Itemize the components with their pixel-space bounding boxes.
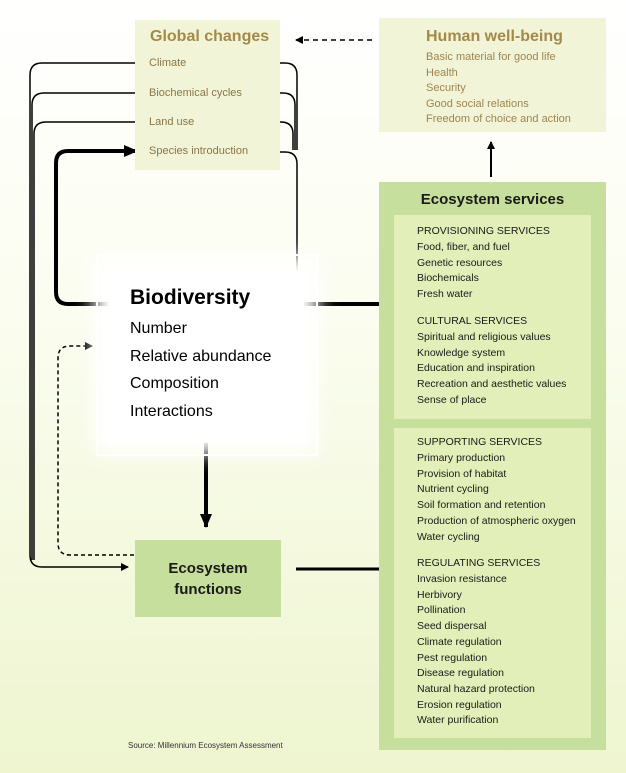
ecosystem-functions-label: Ecosystem functions — [135, 558, 281, 600]
service-item: Erosion regulation — [417, 698, 502, 711]
human-well-being-title: Human well-being — [426, 28, 563, 45]
service-item: Spiritual and religious values — [417, 331, 551, 343]
biodiversity-frame — [96, 254, 318, 456]
service-item: Soil formation and retention — [417, 499, 546, 512]
well-being-item: Basic material for good life — [426, 51, 556, 63]
service-item: Nutrient cycling — [417, 483, 489, 496]
global-change-climate: Climate — [149, 57, 191, 69]
global-change-land-use: Land use — [149, 116, 199, 128]
services-panel-upper: PROVISIONING SERVICES Food, fiber, and f… — [394, 215, 591, 419]
ecosystem-functions-line1: Ecosystem — [168, 560, 248, 577]
service-item: Knowledge system — [417, 346, 506, 359]
biodiversity-title: Biodiversity — [130, 286, 251, 309]
ecosystem-services-title: Ecosystem services — [420, 191, 565, 208]
service-item: Natural hazard protection — [417, 682, 535, 695]
service-item: Genetic resources — [417, 256, 503, 269]
services-panel-lower: SUPPORTING SERVICES Primary production P… — [394, 428, 591, 738]
service-item: Biochemicals — [417, 272, 479, 285]
service-item: Climate regulation — [417, 635, 502, 648]
connector-biochemical-right — [205, 92, 296, 150]
service-item: Herbivory — [417, 588, 462, 601]
service-item: Primary production — [417, 452, 506, 464]
arrow-biodiversity-to-species — [54, 145, 138, 306]
service-item: Invasion resistance — [417, 573, 507, 585]
service-item: Seed dispersal — [417, 620, 487, 633]
arrow-functions-to-biodiversity — [57, 342, 134, 556]
well-being-item: Freedom of choice and action — [426, 113, 571, 125]
connector-landuse-right — [175, 121, 294, 150]
service-item: Water purification — [417, 714, 499, 727]
provisioning-services-heading: PROVISIONING SERVICES — [417, 225, 550, 237]
service-item: Pollination — [417, 604, 466, 617]
connector-biochemical-left — [31, 92, 205, 560]
cultural-services-group: CULTURAL SERVICES Spiritual and religiou… — [417, 315, 566, 409]
biodiversity-item: Number — [130, 320, 187, 337]
ecosystem-functions-box: Ecosystem functions — [135, 540, 281, 617]
service-item: Food, fiber, and fuel — [417, 241, 510, 253]
global-changes-title: Global changes — [150, 28, 270, 45]
global-change-species-introduction: Species introduction — [149, 145, 253, 157]
ecosystem-services-box: Ecosystem services PROVISIONING SERVICES… — [379, 182, 606, 750]
human-well-being-list: Basic material for good life Health Secu… — [426, 50, 571, 128]
service-item: Disease regulation — [417, 667, 504, 680]
service-item: Education and inspiration — [417, 362, 535, 375]
biodiversity-item: Composition — [130, 375, 219, 392]
biodiversity-list: Number Relative abundance Composition In… — [130, 315, 271, 425]
human-well-being-box: Human well-being Basic material for good… — [379, 18, 606, 132]
source-caption: Source: Millennium Ecosystem Assessment — [128, 741, 283, 750]
service-item: Water cycling — [417, 530, 480, 543]
biodiversity-glow — [108, 270, 304, 440]
well-being-item: Health — [426, 66, 458, 79]
supporting-services-heading: SUPPORTING SERVICES — [417, 436, 543, 448]
biodiversity-block: Biodiversity Number Relative abundance C… — [130, 286, 271, 425]
service-item: Sense of place — [417, 393, 487, 406]
service-item: Recreation and aesthetic values — [417, 378, 567, 391]
connector-climate-right — [190, 62, 298, 150]
arrow-climate-loop — [29, 62, 190, 571]
cultural-services-heading: CULTURAL SERVICES — [417, 315, 528, 327]
well-being-item: Good social relations — [426, 97, 529, 110]
biodiversity-item: Relative abundance — [130, 347, 272, 365]
arrow-species-to-biodiversity — [200, 151, 301, 281]
global-changes-box: Global changes Climate Biochemical cycle… — [135, 20, 280, 170]
service-item: Production of atmospheric oxygen — [417, 514, 576, 527]
supporting-services-group: SUPPORTING SERVICES Primary production P… — [417, 436, 576, 545]
ecosystem-functions-line2: functions — [174, 581, 242, 598]
service-item: Pest regulation — [417, 651, 488, 664]
provisioning-services-group: PROVISIONING SERVICES Food, fiber, and f… — [417, 225, 550, 303]
well-being-item: Security — [426, 82, 466, 94]
global-change-biochemical-cycles: Biochemical cycles — [149, 87, 246, 99]
connector-landuse-left — [33, 121, 175, 560]
service-item: Fresh water — [417, 288, 473, 301]
service-item: Provision of habitat — [417, 467, 507, 480]
regulating-services-group: REGULATING SERVICES Invasion resistance … — [417, 557, 540, 729]
biodiversity-item: Interactions — [130, 402, 213, 420]
regulating-services-heading: REGULATING SERVICES — [417, 557, 541, 569]
